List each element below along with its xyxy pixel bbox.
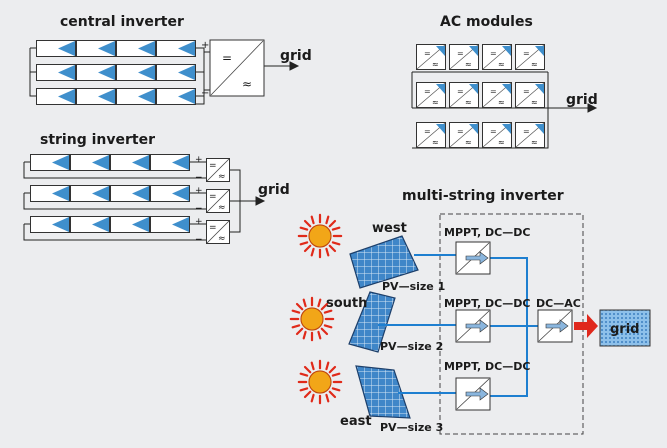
pv-module [150, 185, 190, 202]
sun-icon [297, 359, 343, 405]
pv-module [76, 40, 116, 57]
string-plus-2: + [195, 186, 203, 196]
ac-modules-title: AC modules [440, 14, 533, 30]
ac-module [515, 82, 545, 108]
mppt-label-1: MPPT, DC—DC [444, 226, 530, 239]
pv-module [70, 216, 110, 233]
ac-module [416, 44, 446, 70]
string-plus-1: + [195, 155, 203, 165]
ac-modules-wiring [411, 71, 598, 149]
central-dc-symbol: = [222, 51, 232, 65]
central-module-array [36, 40, 196, 105]
direction-west: west [372, 221, 407, 236]
pv-module [156, 88, 196, 105]
multi-string-inverter-section: multi-string inverter west south east PV… [289, 188, 651, 435]
pv-module [150, 154, 190, 171]
pv-module [110, 216, 150, 233]
pv-module [116, 40, 156, 57]
string-inverter-box [206, 189, 230, 213]
pv-module [76, 64, 116, 81]
direction-east: east [340, 414, 372, 429]
pv-size-3: PV—size 3 [380, 421, 443, 434]
string-inverter-box [206, 158, 230, 182]
pv-module [150, 216, 190, 233]
ac-module-array [416, 44, 545, 148]
pv-module [116, 64, 156, 81]
output-arrow [574, 314, 598, 338]
central-minus: − [201, 88, 209, 99]
string-wiring [23, 161, 266, 241]
multi-string-dc-lines [378, 254, 538, 397]
central-wiring [29, 47, 300, 105]
pv-module [70, 185, 110, 202]
pv-array-west [349, 235, 419, 289]
string-inverter-box [206, 220, 230, 244]
dc-ac-inverter [537, 309, 573, 343]
ac-module [482, 44, 512, 70]
central-inverter-title: central inverter [60, 14, 184, 30]
pv-array-east [355, 365, 411, 419]
pv-module [116, 88, 156, 105]
pv-module [156, 40, 196, 57]
mppt-converter-3 [455, 377, 491, 411]
pv-module [110, 154, 150, 171]
string-inverter-boxes [206, 158, 230, 244]
ac-module [515, 44, 545, 70]
pv-module [156, 64, 196, 81]
pv-module [36, 64, 76, 81]
ac-module [416, 122, 446, 148]
pv-module [30, 154, 70, 171]
pv-module [70, 154, 110, 171]
pv-size-2: PV—size 2 [380, 340, 443, 353]
pv-module [30, 216, 70, 233]
central-grid-label: grid [280, 48, 312, 64]
ac-module [449, 122, 479, 148]
string-inverter-section: string inverter [23, 132, 290, 245]
mppt-converter-1 [455, 241, 491, 275]
string-inverter-title: string inverter [40, 132, 155, 148]
mppt-label-2: MPPT, DC—DC [444, 297, 530, 310]
pv-module [110, 185, 150, 202]
sun-icon [297, 213, 343, 259]
multi-grid-label: grid [610, 322, 639, 337]
ac-modules-section: AC modules grid [411, 14, 598, 149]
multi-string-title: multi-string inverter [402, 188, 564, 204]
string-grid-label: grid [258, 182, 290, 198]
string-minus-1: − [195, 173, 203, 183]
string-module-array [30, 154, 190, 233]
ac-modules-grid-label: grid [566, 92, 598, 108]
mppt-converter-2 [455, 309, 491, 343]
pv-module [76, 88, 116, 105]
string-plus-3: + [195, 217, 203, 227]
grid-box: grid [599, 309, 651, 347]
string-minus-2: − [195, 204, 203, 214]
ac-module [515, 122, 545, 148]
pv-size-1: PV—size 1 [382, 280, 445, 293]
ac-module [416, 82, 446, 108]
ac-module [482, 122, 512, 148]
string-minus-3: − [195, 235, 203, 245]
pv-module [36, 88, 76, 105]
pv-array-south [348, 291, 396, 353]
ac-module [449, 82, 479, 108]
ac-module [449, 44, 479, 70]
central-ac-symbol: ≈ [242, 77, 252, 91]
direction-south: south [326, 296, 367, 311]
dc-ac-label: DC—AC [536, 297, 581, 310]
mppt-label-3: MPPT, DC—DC [444, 360, 530, 373]
central-inverter-section: central inverter + − = [29, 14, 312, 105]
central-plus: + [201, 40, 209, 51]
pv-module [30, 185, 70, 202]
pv-module [36, 40, 76, 57]
central-inverter-box: = ≈ [209, 39, 265, 97]
ac-module [482, 82, 512, 108]
